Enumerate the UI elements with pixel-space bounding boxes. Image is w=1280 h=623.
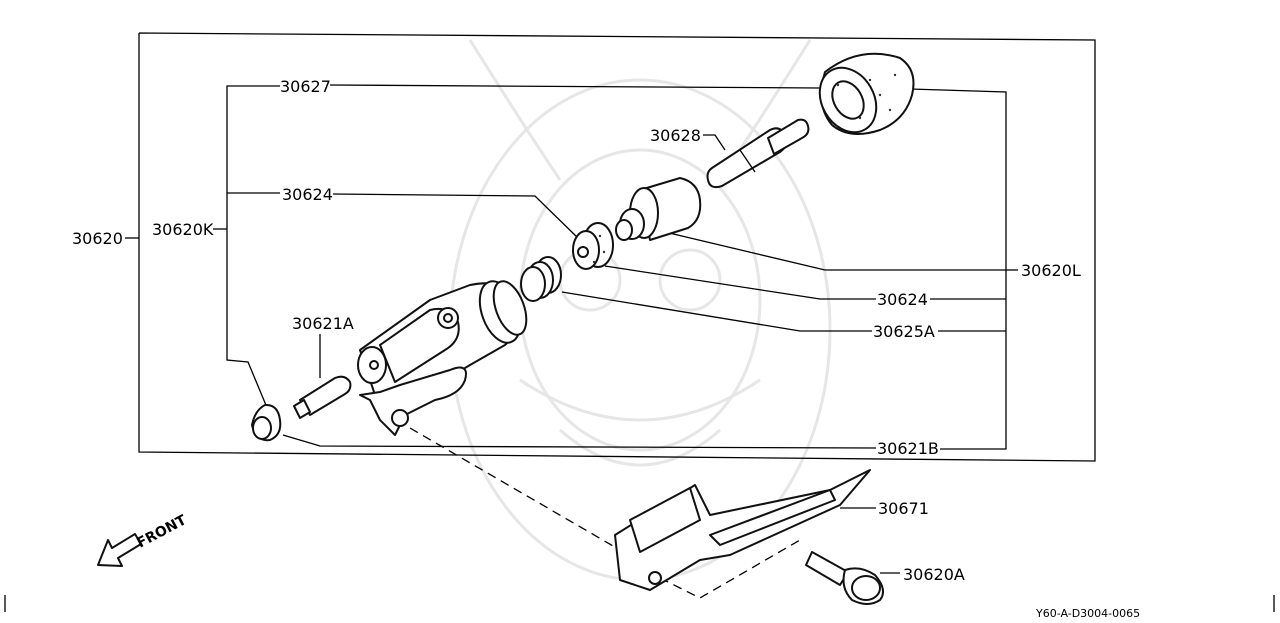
dashed-guide-2 [659,539,801,599]
leader-30620l [664,231,1006,271]
bracket-30620l [909,88,1007,450]
piston-cup [572,222,614,270]
label-30671: 30671 [878,499,929,518]
bleeder-cap [251,403,282,442]
label-30620l: 30620L [1021,261,1081,280]
label-30621a: 30621A [292,314,354,333]
label-30624-top: 30624 [282,185,333,204]
dust-boot [818,52,915,135]
leader-30621b [282,434,877,449]
spring [520,256,562,302]
label-30625a: 30625A [873,322,935,341]
push-rod [706,118,810,189]
leader-30624-top-b [332,193,581,241]
front-arrow-icon [97,533,142,567]
bracket-30620k [226,85,280,411]
front-label: FRONT [134,512,189,551]
leader-30628 [703,134,726,151]
assembly-frame [138,32,1096,462]
piston [615,177,702,241]
bleeder-screw [293,375,352,419]
label-30627: 30627 [280,77,331,96]
label-30620k: 30620K [152,220,214,239]
label-30620: 30620 [72,229,123,248]
leader-30627 [329,84,821,89]
leader-30625a [561,291,872,332]
label-30620a: 30620A [903,565,965,584]
cylinder-body [357,280,528,436]
flange-bolt [805,551,885,605]
label-30628: 30628 [650,126,701,145]
diagram-code: Y60-A-D3004-0065 [1035,607,1140,620]
label-30621b: 30621B [877,439,939,458]
mounting-bracket [614,469,871,591]
leader-30624-bottom [604,265,876,300]
label-30624-bottom: 30624 [877,290,928,309]
dashed-guide-1 [409,427,621,551]
